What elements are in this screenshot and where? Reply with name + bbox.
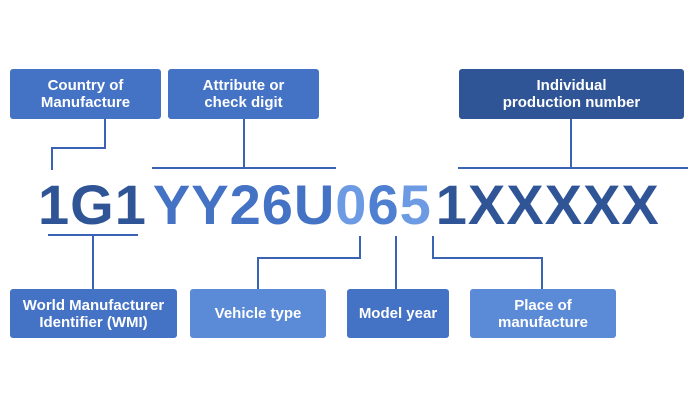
label-line: Place of <box>514 296 572 314</box>
label-line: Vehicle type <box>214 305 302 322</box>
label-line: Country of <box>47 77 124 94</box>
vin-number: 1G1 YY26U 0 6 5 1XXXXX <box>38 174 660 236</box>
connector-vehicle-type <box>257 236 361 289</box>
label-line: manufacture <box>497 313 589 331</box>
label-line: production number <box>502 94 641 111</box>
label-vehicle-type: Vehicle type <box>190 289 326 338</box>
label-line: Attribute or <box>202 77 285 94</box>
connector-place <box>432 236 543 289</box>
label-place-of-manufacture: Place of manufacture <box>470 289 616 338</box>
vin-check-digit: 0 <box>335 173 368 236</box>
vin-serial: 1XXXXX <box>435 173 660 236</box>
label-world-manufacturer-identifier: World Manufacturer Identifier (WMI) <box>10 289 177 338</box>
vin-plant: 5 <box>399 173 432 236</box>
vin-model-year: 6 <box>367 173 400 236</box>
label-line: World Manufacturer <box>22 296 165 314</box>
label-individual-production-number: Individual production number <box>459 69 684 119</box>
label-line: Model year <box>358 305 438 322</box>
label-attribute-or-check-digit: Attribute or check digit <box>168 69 319 119</box>
vin-attributes: YY26U <box>152 173 336 236</box>
label-line: Manufacture <box>40 94 131 111</box>
label-country-of-manufacture: Country of Manufacture <box>10 69 161 119</box>
label-model-year: Model year <box>347 289 449 338</box>
connector-country <box>51 119 106 170</box>
label-line: Identifier (WMI) <box>39 313 148 331</box>
label-line: check digit <box>204 94 283 111</box>
vin-wmi: 1G1 <box>38 173 147 236</box>
label-line: Individual <box>536 77 607 94</box>
